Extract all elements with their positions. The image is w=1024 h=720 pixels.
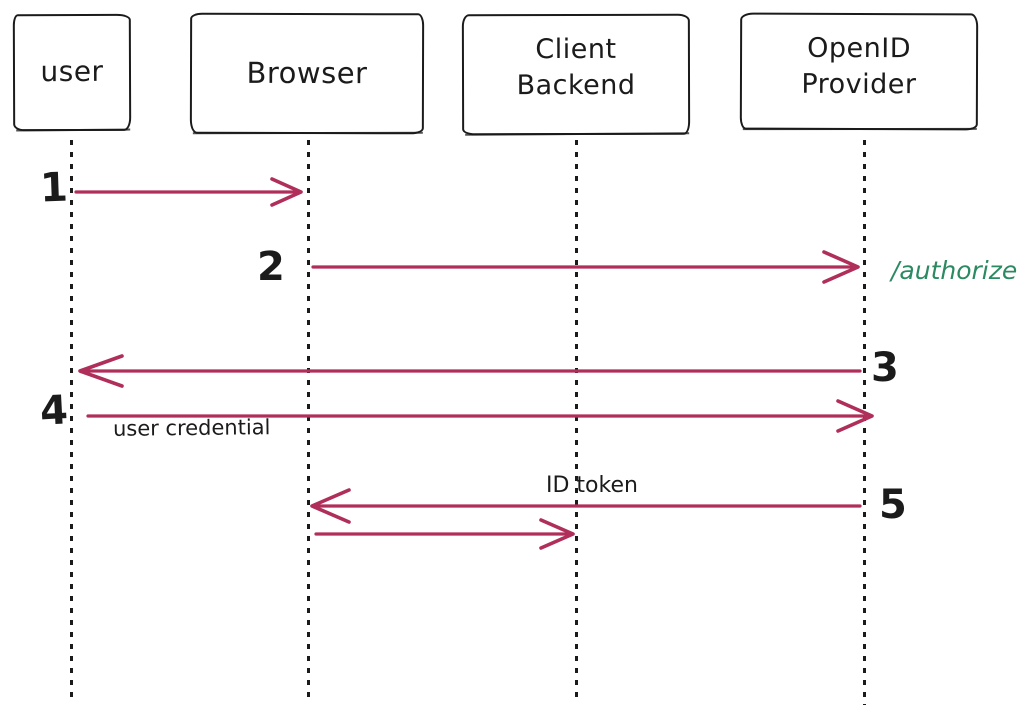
arrow-2-browser-to-openid (311, 250, 860, 284)
message-number-2: 2 (257, 244, 285, 290)
arrow-5-head (310, 488, 351, 524)
arrow-6-browser-to-client-backend (314, 518, 575, 550)
message-number-3: 3 (871, 345, 899, 391)
message-number-1: 1 (39, 164, 69, 212)
message-label-id-token: ID token (546, 473, 638, 498)
arrow-2-head (822, 250, 860, 284)
arrow-1-head (270, 177, 303, 207)
lifeline-openid-provider (863, 140, 866, 705)
arrow-3-openid-to-user (78, 354, 862, 388)
lifeline-client-backend (575, 140, 578, 700)
lifeline-browser (307, 140, 310, 700)
message-label-user-credential: user credential (112, 415, 271, 441)
arrow-6-head (539, 518, 575, 550)
message-number-5: 5 (879, 482, 907, 528)
arrow-5-openid-to-browser (310, 488, 862, 524)
message-number-4: 4 (38, 387, 70, 435)
arrow-3-head (78, 354, 124, 388)
message-label-authorize: /authorize (891, 256, 1018, 285)
arrow-4-head (836, 399, 874, 433)
arrow-4-user-to-openid (86, 399, 874, 433)
lifeline-user (70, 140, 73, 700)
arrow-1-user-to-browser (74, 177, 303, 207)
